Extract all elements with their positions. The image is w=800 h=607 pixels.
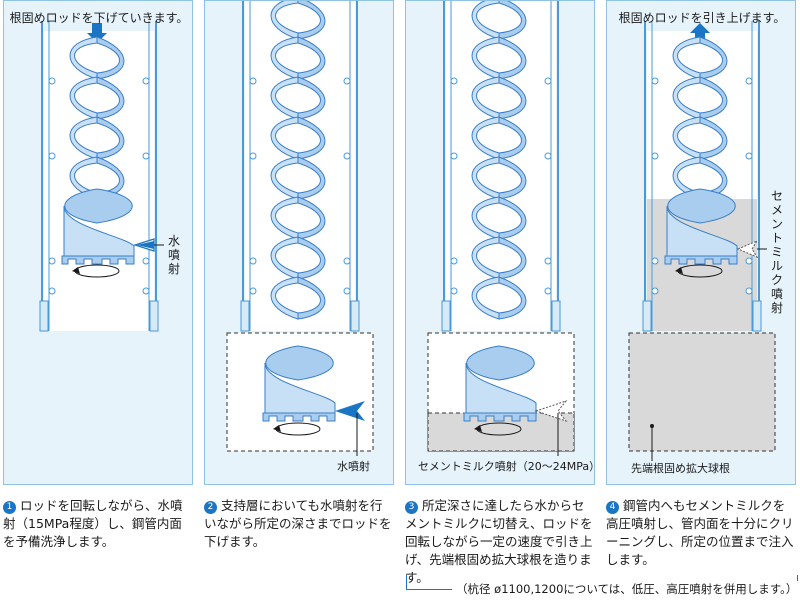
panel-1-caption: 根固めロッドを下げていきます。 xyxy=(9,11,189,25)
water-jet-label: 水噴射 xyxy=(337,460,370,473)
step-number-badge: 3 xyxy=(405,501,418,514)
diagram-step-2 xyxy=(226,1,374,456)
diagram-step-3 xyxy=(427,1,575,456)
panel-step-4: 根固めロッドを引き上げます。 セメントミルク噴射 先端根固め拡大球根 xyxy=(606,0,796,485)
auger-rod xyxy=(463,1,537,422)
panel-step-2: 水噴射 xyxy=(204,0,394,485)
cement-jet-label: セメントミルク噴射（20～24MPa） xyxy=(418,460,595,473)
panel-step-1: 根固めロッドを下げていきます。 水噴射 xyxy=(3,0,193,485)
step-number-badge: 2 xyxy=(204,501,217,514)
water-jet-label: 水噴射 xyxy=(167,234,180,276)
footnote-text: （杭径 ø1100,1200については、低圧、高圧噴射を併用します。） xyxy=(452,581,800,597)
diagram-step-4 xyxy=(628,21,776,461)
enlarged-bulb xyxy=(628,332,776,452)
cement-jet-icon xyxy=(736,239,759,259)
enlarged-bulb-label: 先端根固め拡大球根 xyxy=(631,462,730,475)
auger-rod xyxy=(664,36,738,265)
cement-jet-label: セメントミルク噴射 xyxy=(770,189,783,315)
step-number-badge: 4 xyxy=(606,501,619,514)
panel-step-3: セメントミルク噴射（20～24MPa） xyxy=(405,0,595,485)
panel-4-caption: 根固めロッドを引き上げます。 xyxy=(618,11,786,25)
diagram-step-1 xyxy=(39,21,164,332)
auger-rod xyxy=(61,36,135,265)
footnote-bracket: （杭径 ø1100,1200については、低圧、高圧噴射を併用します。） xyxy=(406,575,800,597)
auger-rod xyxy=(262,1,336,422)
step-number-badge: 1 xyxy=(3,501,16,514)
